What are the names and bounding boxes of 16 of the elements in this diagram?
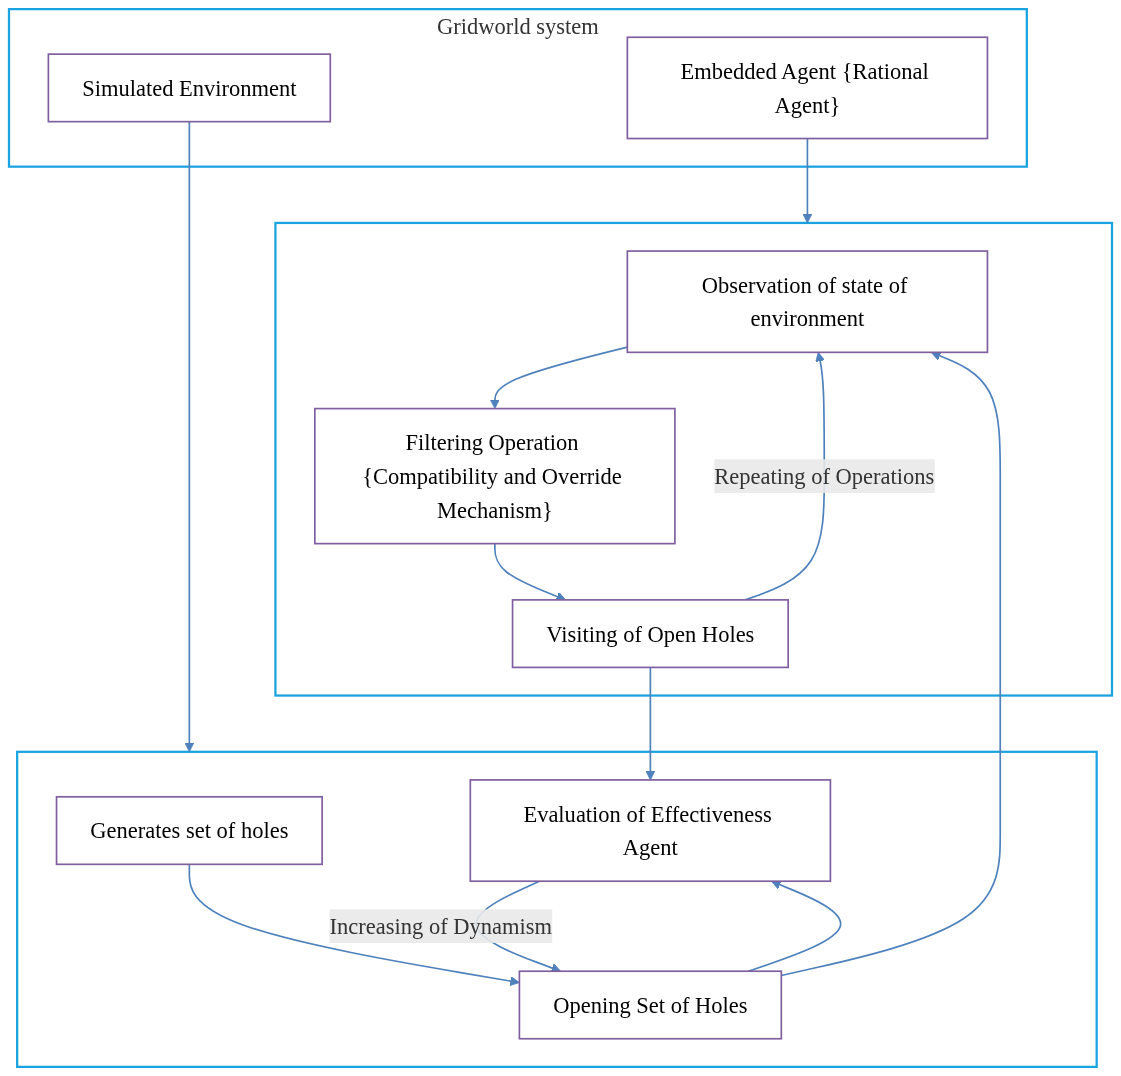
cluster (274, 221, 1114, 697)
arrow (184, 120, 195, 753)
arrow (802, 137, 813, 224)
cluster (16, 750, 1098, 1068)
node-box: Opening Set of Holes (518, 970, 783, 1040)
edge-label: Repeating of Operations (714, 463, 935, 489)
node-box: Visiting of Open Holes (511, 599, 789, 669)
node-box: Generates set of holes (55, 795, 323, 866)
node-box: Simulated Environment (47, 53, 332, 123)
edge-label: Increasing of Dynamism (329, 913, 553, 939)
node-box: Filtering Operation {Compatibility and Override Mechanism} (313, 407, 676, 545)
node-box: Embedded Agent {Rational Agent} (626, 36, 989, 140)
arrow (645, 666, 656, 781)
node-box: Observation of state of environment (626, 250, 989, 354)
arrow (188, 863, 520, 986)
node-box: Evaluation of Effectiveness Agent (469, 779, 832, 883)
